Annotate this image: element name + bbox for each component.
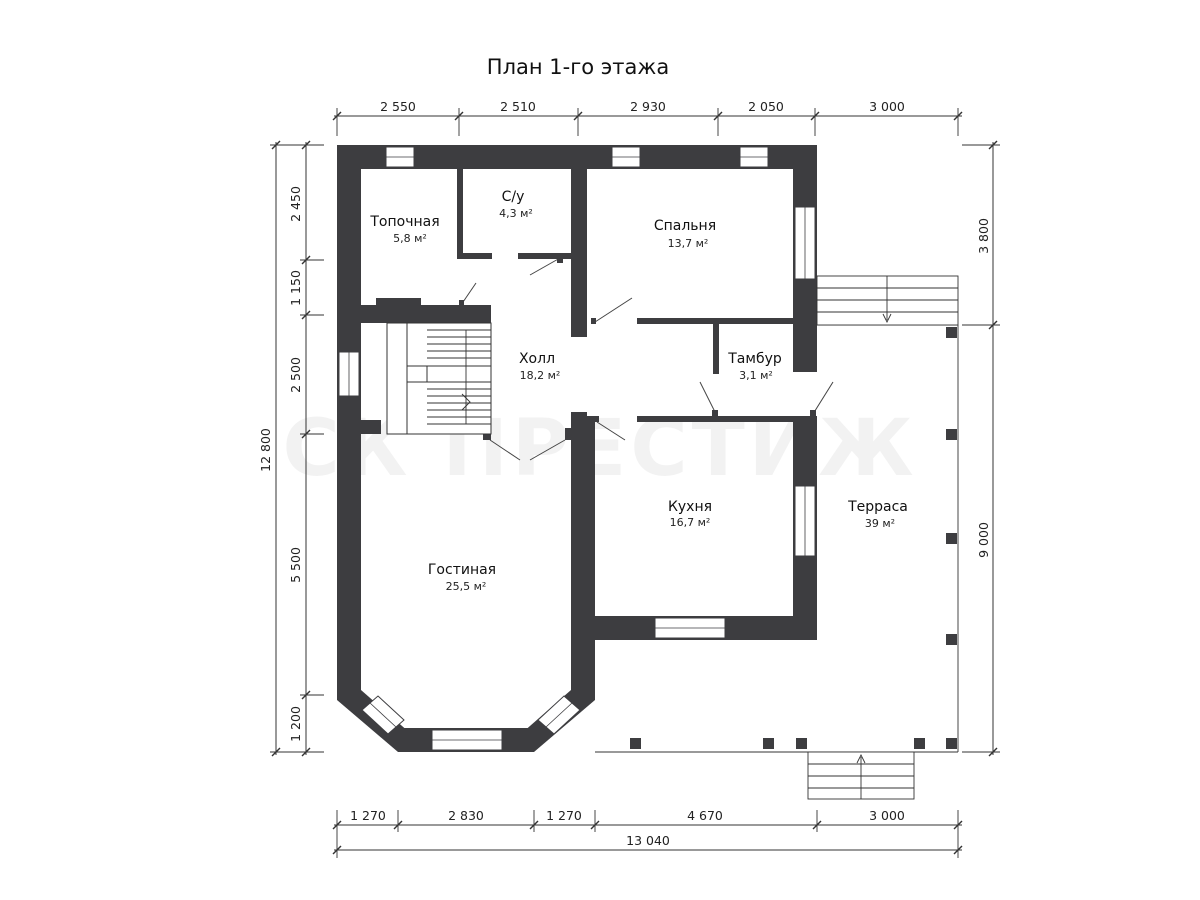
room-name-living: Гостиная (428, 562, 496, 578)
dim-left-5: 1 200 (288, 706, 303, 742)
interior-walls (361, 169, 793, 440)
watermark: СК ПРЕСТИЖ (282, 404, 917, 494)
dim-left-2: 1 150 (288, 270, 303, 306)
dim-bottom-4: 4 670 (687, 808, 723, 823)
room-area-terrace: 39 м² (865, 517, 895, 530)
dim-top-2: 2 510 (500, 99, 536, 114)
room-name-terrace: Терраса (847, 499, 908, 515)
room-name-bedroom: Спальня (654, 218, 716, 234)
room-labels: Топочная 5,8 м² С/у 4,3 м² Спальня 13,7 … (369, 189, 908, 593)
room-area-bathroom: 4,3 м² (499, 207, 533, 220)
terrace-steps-right (816, 275, 959, 326)
dim-left-4: 5 500 (288, 547, 303, 583)
staircase (386, 322, 492, 435)
dim-left-1: 2 450 (288, 186, 303, 222)
dim-right-2: 9 000 (976, 522, 991, 558)
dim-top-5: 3 000 (869, 99, 905, 114)
plan-title: План 1-го этажа (487, 55, 669, 79)
terrace-steps-bottom (807, 751, 915, 800)
dim-top-1: 2 550 (380, 99, 416, 114)
stair-treads (427, 329, 491, 425)
room-name-boiler: Топочная (369, 214, 439, 230)
room-area-kitchen: 16,7 м² (670, 516, 711, 529)
dim-right-1: 3 800 (976, 218, 991, 254)
room-name-hall: Холл (519, 351, 555, 367)
room-name-vestibule: Тамбур (727, 351, 782, 367)
dim-overall-width: 13 040 (626, 833, 670, 848)
dim-bottom-2: 2 830 (448, 808, 484, 823)
dim-bottom-1: 1 270 (350, 808, 386, 823)
room-area-boiler: 5,8 м² (393, 232, 427, 245)
top-dimensions: 2 550 2 510 2 930 2 050 3 000 (332, 99, 963, 136)
bottom-dimensions: 1 270 2 830 1 270 4 670 3 000 13 040 (332, 808, 963, 858)
room-name-bathroom: С/у (502, 189, 525, 205)
left-dimensions: 2 450 1 150 2 500 5 500 1 200 12 800 (258, 140, 324, 757)
doors (459, 257, 834, 461)
dim-bottom-5: 3 000 (869, 808, 905, 823)
dim-bottom-3: 1 270 (546, 808, 582, 823)
room-area-living: 25,5 м² (446, 580, 487, 593)
room-area-bedroom: 13,7 м² (668, 237, 709, 250)
dim-top-3: 2 930 (630, 99, 666, 114)
right-dimensions: 3 800 9 000 (962, 140, 1000, 757)
dim-top-4: 2 050 (748, 99, 784, 114)
dim-overall-height: 12 800 (258, 428, 273, 472)
room-area-vestibule: 3,1 м² (739, 369, 773, 382)
room-name-kitchen: Кухня (668, 499, 712, 515)
dim-left-3: 2 500 (288, 357, 303, 393)
windows (338, 146, 816, 751)
room-area-hall: 18,2 м² (520, 369, 561, 382)
terrace (595, 324, 959, 753)
